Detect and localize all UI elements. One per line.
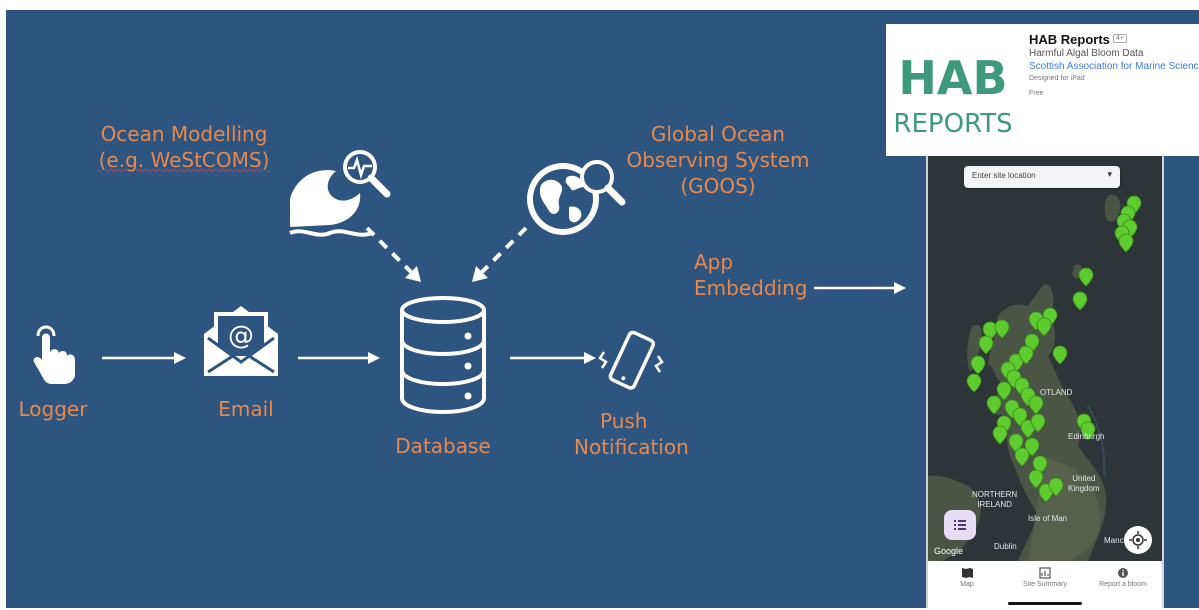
tab-site-summary[interactable]: Site Summary	[1006, 565, 1084, 588]
hab-logo-graphic: HAB REPORTS	[893, 51, 1012, 139]
tab-map[interactable]: Map	[928, 565, 1006, 588]
map-label-dublin: Dublin	[994, 542, 1017, 551]
database-icon	[400, 296, 486, 415]
app-price: Free	[1029, 90, 1044, 97]
globe-magnifier-icon	[527, 160, 626, 235]
developer-link[interactable]: Scottish Association for Marine Science	[1029, 61, 1199, 72]
list-view-button[interactable]	[944, 510, 976, 540]
tap-hand-icon	[33, 325, 75, 384]
bloom-markers	[966, 195, 1142, 503]
database-label: Database	[395, 434, 491, 458]
app-name: HAB Reports	[1029, 32, 1110, 47]
bottom-tab-bar: Map Site Summary Report a bloom	[928, 561, 1162, 608]
push-notification-label: Push Notification	[574, 409, 689, 459]
open-envelope-icon: @	[204, 306, 278, 376]
svg-text:@: @	[228, 321, 254, 351]
site-location-placeholder: Enter site location	[972, 171, 1036, 180]
my-location-button[interactable]	[1124, 526, 1152, 554]
logger-label: Logger	[18, 397, 88, 421]
age-rating-badge: 4+	[1113, 34, 1127, 43]
map-label-northern-ireland: NORTHERN IRELAND	[972, 490, 1018, 509]
map-label-edinburgh: Edinburgh	[1068, 432, 1105, 441]
info-icon	[1118, 568, 1128, 578]
device-note: Designed for iPad	[1029, 75, 1085, 82]
app-embedding-label: App Embedding	[694, 250, 808, 300]
svg-text:HAB: HAB	[898, 51, 1007, 105]
hab-reports-logo: HAB REPORTS	[890, 28, 1016, 154]
vibrating-phone-icon	[598, 330, 664, 390]
arrow-email-to-database	[298, 352, 380, 364]
site-location-dropdown[interactable]: Enter site location ▾	[964, 166, 1120, 188]
tab-report-a-bloom[interactable]: Report a bloom	[1084, 565, 1162, 588]
map-icon	[962, 568, 973, 578]
dashed-arrow-goos-to-database	[472, 226, 528, 282]
svg-text:REPORTS: REPORTS	[893, 109, 1012, 139]
map-label-united-kingdom: United Kingdom	[1068, 474, 1100, 493]
chart-icon	[1039, 567, 1051, 579]
arrow-logger-to-email	[102, 352, 186, 364]
google-attribution: Google	[934, 546, 964, 556]
email-label: Email	[218, 397, 274, 421]
dropdown-caret-icon: ▾	[1107, 169, 1112, 179]
arrow-database-to-push	[510, 352, 596, 364]
phone-app-screenshot: Enter site location ▾ OTLAND Edinburgh U…	[926, 156, 1164, 608]
arrow-app-embedding	[814, 282, 906, 294]
app-store-card: HAB REPORTS HAB Reports 4+ Harmful Algal…	[886, 24, 1199, 156]
dashed-arrow-ocean-to-database	[365, 226, 421, 282]
map-label-isle-of-man: Isle of Man	[1028, 514, 1068, 523]
home-indicator	[1008, 602, 1082, 605]
ocean-modelling-label: Ocean Modelling (e.g. WeStCOMS)	[98, 122, 270, 172]
goos-label: Global Ocean Observing System (GOOS)	[626, 122, 810, 198]
crosshair-icon	[1129, 531, 1147, 549]
wave-magnifier-icon	[289, 150, 391, 237]
map-label-scotland: OTLAND	[1040, 388, 1073, 397]
app-subtitle: Harmful Algal Bloom Data	[1029, 48, 1144, 59]
list-icon	[954, 520, 966, 530]
